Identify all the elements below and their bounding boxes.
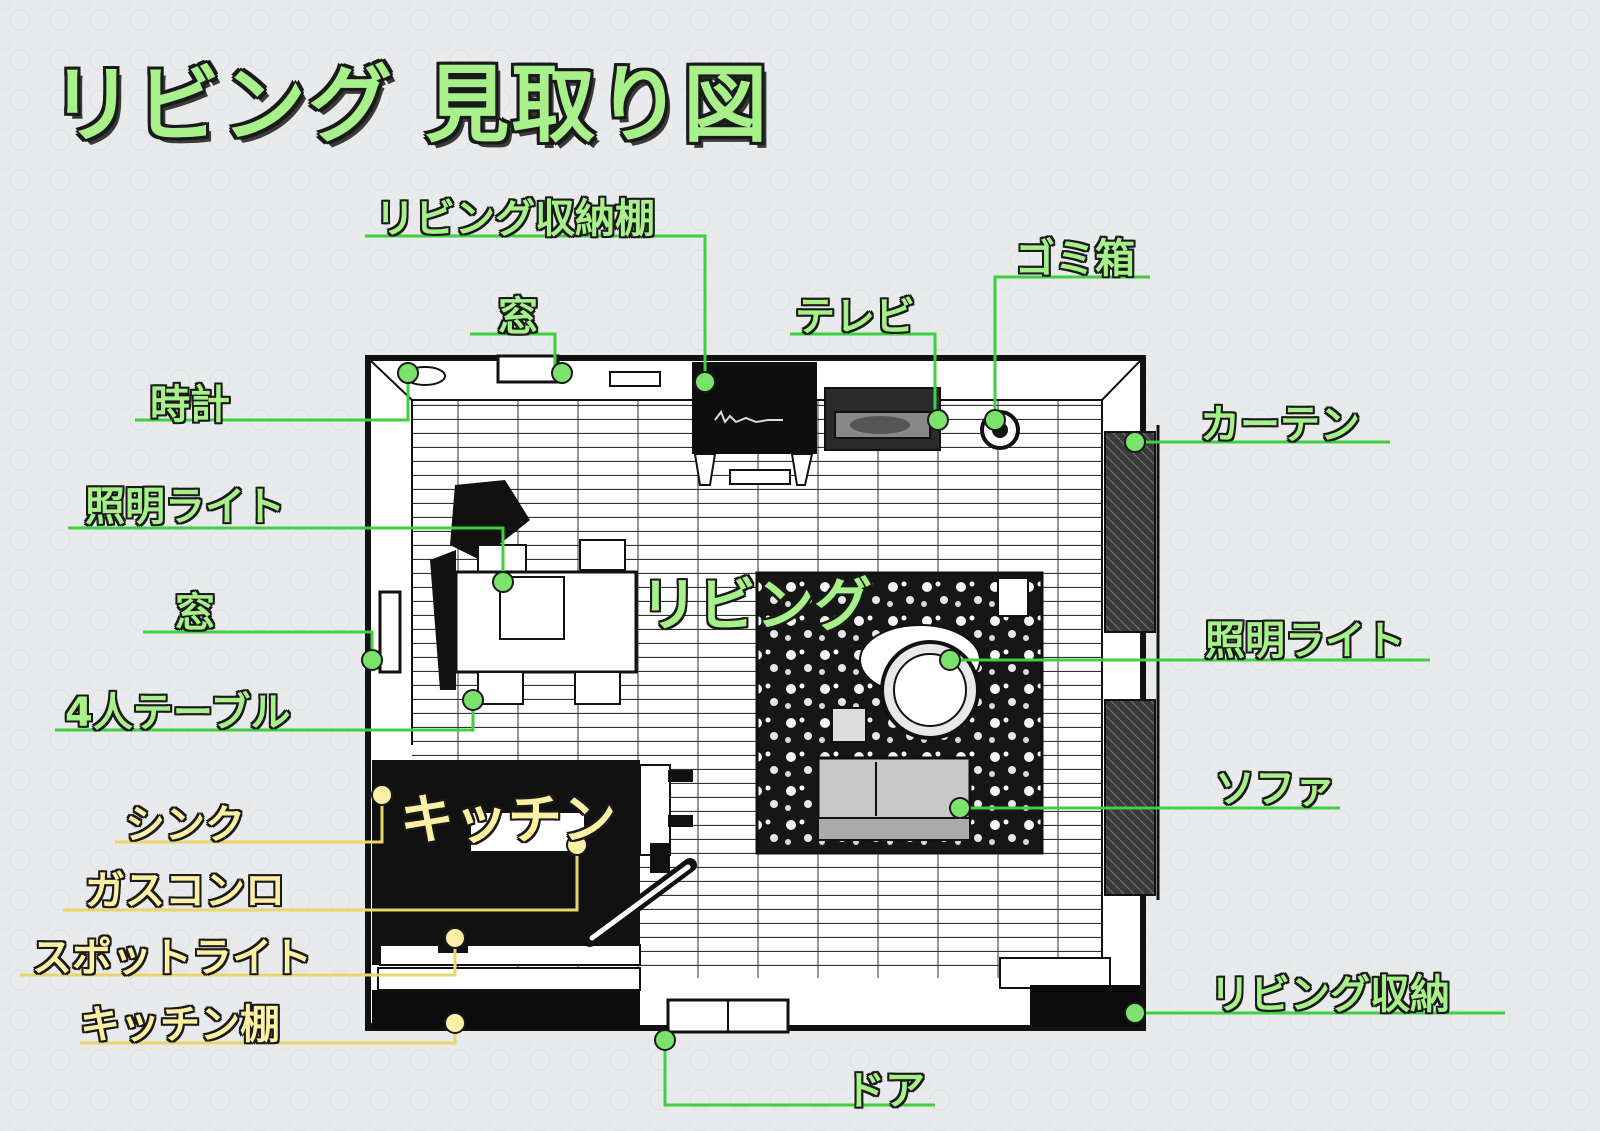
leader-trash: [993, 275, 1150, 420]
label-tv: テレビ: [795, 294, 915, 340]
label-clock: 時計: [150, 382, 230, 428]
label-curtain: カーテン: [1200, 402, 1360, 448]
label-sofa: ソファ: [1215, 766, 1335, 812]
leader-clock: [135, 373, 410, 422]
leader-gas-stove: [63, 845, 579, 912]
window-left-shape: [378, 590, 402, 674]
window-top-shape: [496, 354, 560, 384]
label-spotlight: スポットライト: [32, 935, 312, 981]
page-title: リビング 見取り図: [50, 56, 770, 154]
leader-living-storage-shelf: [365, 234, 707, 382]
label-gas-stove: ガスコンロ: [85, 868, 285, 914]
leader-spotlight: [20, 938, 457, 977]
leader-tv: [790, 332, 937, 420]
curtain-shape-1: [1104, 431, 1156, 633]
sink-shape: [469, 811, 586, 853]
label-trash: ゴミ箱: [1015, 236, 1135, 282]
label-sink: シンク: [125, 802, 245, 848]
label-light-dining: 照明ライト: [85, 484, 285, 530]
label-window-left: 窓: [175, 590, 215, 636]
label-light-living: 照明ライト: [1205, 618, 1405, 664]
sofa-shape: [816, 756, 972, 822]
leader-door: [663, 1040, 935, 1107]
leader-light-dining: [68, 526, 505, 582]
label-window-top: 窓: [498, 294, 538, 340]
label-living-storage-shelf: リビング収納棚: [375, 196, 655, 242]
leader-window-top: [470, 332, 557, 372]
leader-sink: [115, 795, 384, 844]
label-living-storage: リビング収納: [1210, 972, 1450, 1018]
room-living-label: リビング: [640, 571, 873, 639]
label-table4: 4人テーブル: [65, 690, 291, 736]
label-kitchen-shelf: キッチン棚: [80, 1002, 280, 1048]
living-storage-shape: [1030, 985, 1140, 1027]
label-door: ドア: [845, 1068, 925, 1114]
curtain-shape-2: [1104, 699, 1156, 896]
dining-chair-back: [450, 480, 530, 560]
room-kitchen-label: キッチン: [400, 788, 616, 851]
kitchen-shelf-shape: [372, 990, 640, 1028]
